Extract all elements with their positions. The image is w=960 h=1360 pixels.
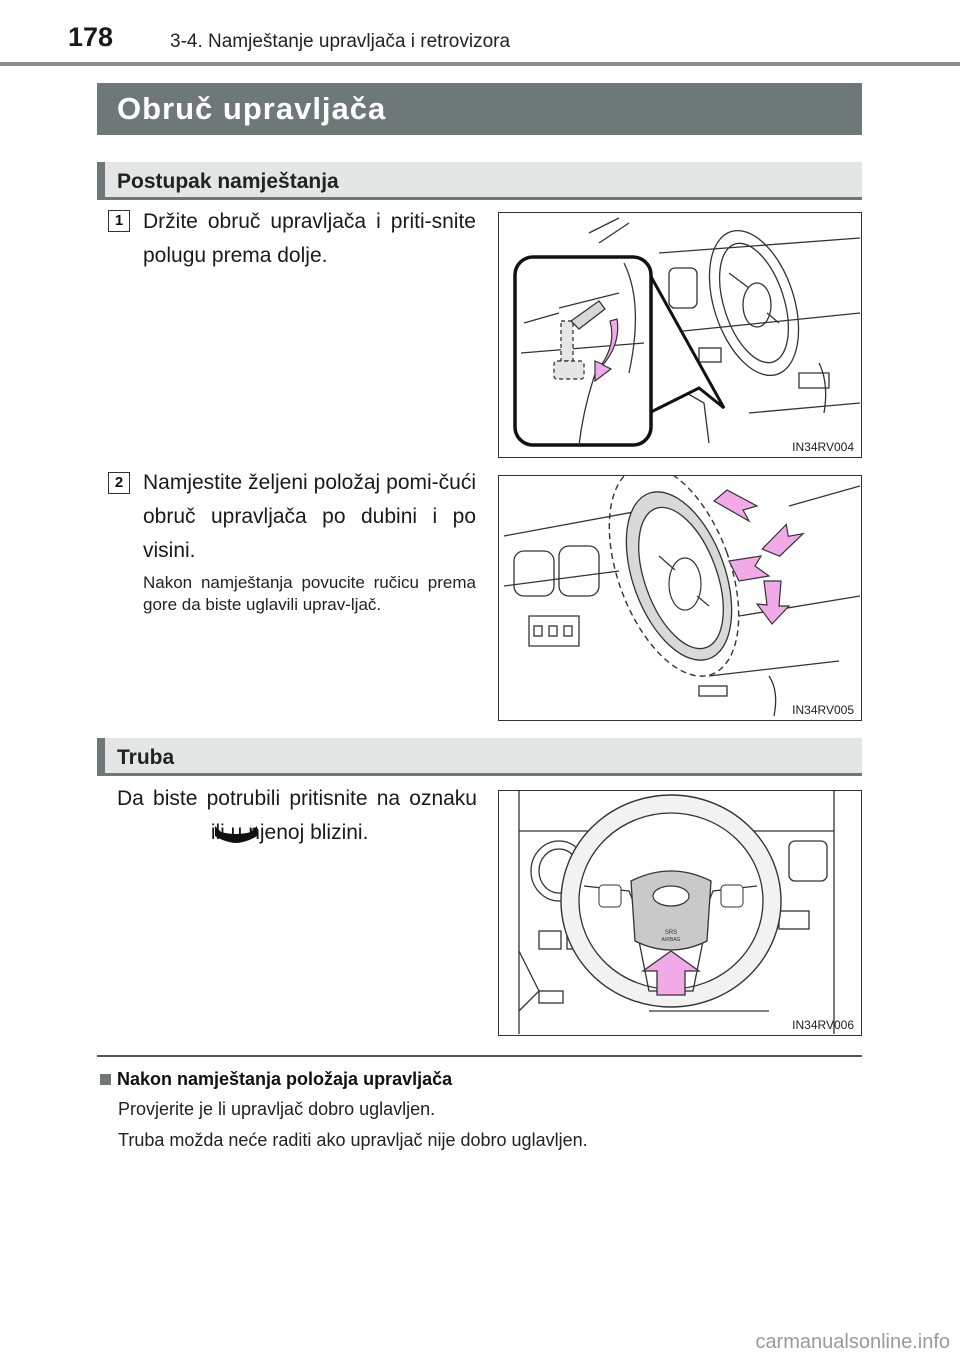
page-number: 178 [68,22,114,52]
figure-step1: IN34RV004 [498,212,862,458]
step2-text: Namjestite željeni položaj pomi-čući obr… [143,471,476,562]
steering-column-lever-illustration: IN34RV004 [513,217,861,454]
svg-text:SRS: SRS [665,930,677,936]
horn-text-line1: Da biste potrubili pritisnite na oznaku [117,787,477,810]
steering-wheel-tilt-telescopic-illustration: IN34RV005 [503,465,861,717]
running-head: 3-4. Namještanje upravljača i retrovizor… [170,31,511,52]
note-rule [97,1055,862,1057]
section-title: Obruč upravljača [97,83,862,135]
watermark: carmanualsonline.info [755,1331,950,1353]
square-bullet-icon [100,1074,111,1085]
step-badge-2: 2 [108,472,130,494]
step-badge-1: 1 [108,210,130,232]
note-line-1: Provjerite je li upravljač dobro uglavlj… [118,1099,436,1119]
figure-code-1: IN34RV004 [792,440,854,454]
note-heading: Nakon namještanja položaja upravljača [100,1069,452,1090]
figure-code-2: IN34RV005 [792,703,854,717]
note-title-text: Nakon namještanja položaja upravljača [117,1069,453,1089]
svg-text:AIRBAG: AIRBAG [662,937,681,943]
horn-text-line2: ili u njenoj blizini. [117,816,477,850]
subsection-heading-adjust: Postupak namještanja [97,162,862,200]
horn-icon [213,822,259,849]
step2-note: Nakon namještanja povucite ručicu prema … [143,573,476,614]
header-rule [0,62,960,66]
figure-horn: SRS AIRBAG IN34RV006 [498,790,862,1036]
figure-code-3: IN34RV006 [792,1018,854,1032]
subsection-heading-horn: Truba [97,738,862,776]
horn-pad-illustration: SRS AIRBAG IN34RV006 [518,791,854,1034]
figure-step2: IN34RV005 [498,465,862,721]
note-line-2: Truba možda neće raditi ako upravljač ni… [118,1130,588,1150]
step1-text: Držite obruč upravljača i priti-snite po… [143,210,476,267]
